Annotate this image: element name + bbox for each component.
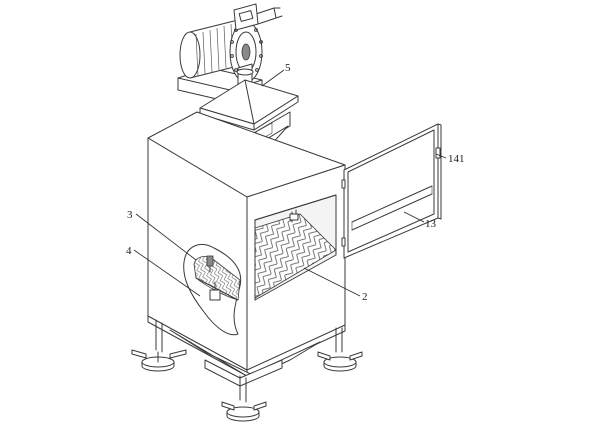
leader-lines: [133, 69, 447, 297]
motor-fan-assembly: [177, 3, 283, 103]
cabinet-door: [341, 123, 442, 259]
right-opening: [254, 194, 337, 301]
label-4: 4: [126, 245, 132, 257]
label-2: 2: [362, 291, 368, 303]
left-window: [183, 244, 242, 336]
support-legs: [131, 319, 363, 422]
label-5: 5: [285, 62, 291, 74]
label-13: 13: [425, 218, 437, 230]
label-3: 3: [127, 209, 133, 221]
label-141: 141: [448, 153, 465, 165]
